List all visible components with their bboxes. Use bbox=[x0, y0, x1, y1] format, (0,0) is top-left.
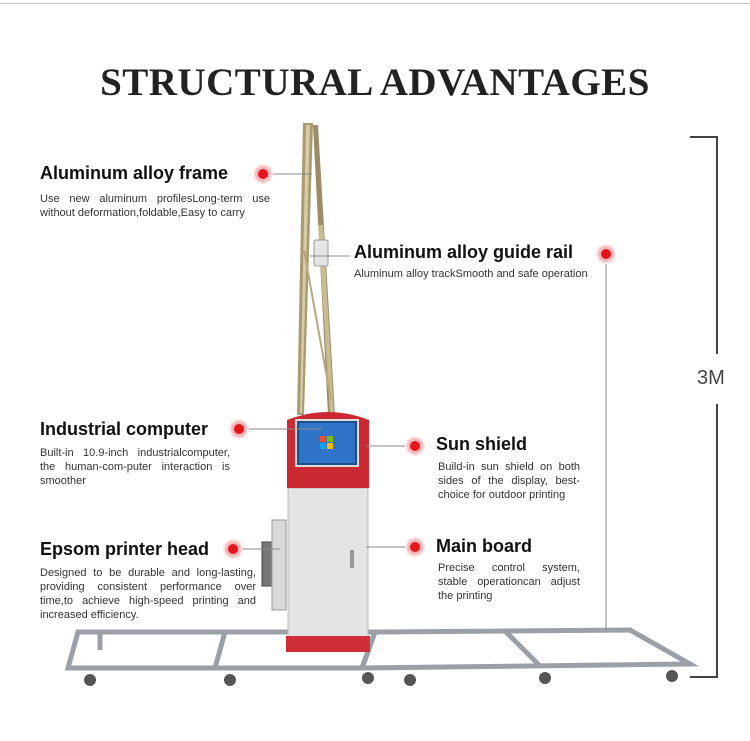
feature-desc-sun-shield: Build-in sun shield on both sides of the… bbox=[438, 461, 580, 501]
feature-title-computer: Industrial computer bbox=[40, 419, 209, 439]
dimension-label: 3M bbox=[697, 367, 725, 389]
feature-title-guide-rail: Aluminum alloy guide rail bbox=[354, 242, 574, 262]
feature-desc-computer: Built-in 10.9-inch industrialcomputer, t… bbox=[40, 447, 230, 487]
feature-desc-frame: Use new aluminum profilesLong-term use w… bbox=[40, 193, 270, 219]
feature-title-main-board: Main board bbox=[436, 536, 533, 556]
dimension-gap bbox=[715, 354, 721, 404]
feature-desc-guide-rail: Aluminum alloy trackSmooth and safe oper… bbox=[354, 268, 588, 280]
page-title: STRUCTURAL ADVANTAGES bbox=[100, 61, 650, 104]
callout-dot-icon bbox=[234, 424, 244, 434]
callout-dot-icon bbox=[601, 249, 611, 259]
callout-dot-icon bbox=[410, 441, 420, 451]
feature-title-printer-head: Epsom printer head bbox=[40, 539, 210, 559]
height-dimension-bracket bbox=[690, 136, 718, 678]
feature-desc-main-board: Precise control system, stable operation… bbox=[438, 562, 580, 602]
printer-cabinet bbox=[286, 412, 370, 652]
top-divider bbox=[0, 3, 750, 4]
feature-title-sun-shield: Sun shield bbox=[436, 434, 528, 454]
feature-title-frame: Aluminum alloy frame bbox=[40, 163, 229, 183]
callout-dot-icon bbox=[228, 544, 238, 554]
feature-desc-printer-head: Designed to be durable and long-lasting,… bbox=[40, 567, 256, 621]
track-wheels bbox=[84, 670, 678, 686]
callout-dot-icon bbox=[410, 542, 420, 552]
callout-dot-icon bbox=[258, 169, 268, 179]
printer-head-unit bbox=[261, 519, 287, 611]
ground-track bbox=[64, 627, 700, 671]
aluminum-frame-mast bbox=[297, 123, 335, 415]
